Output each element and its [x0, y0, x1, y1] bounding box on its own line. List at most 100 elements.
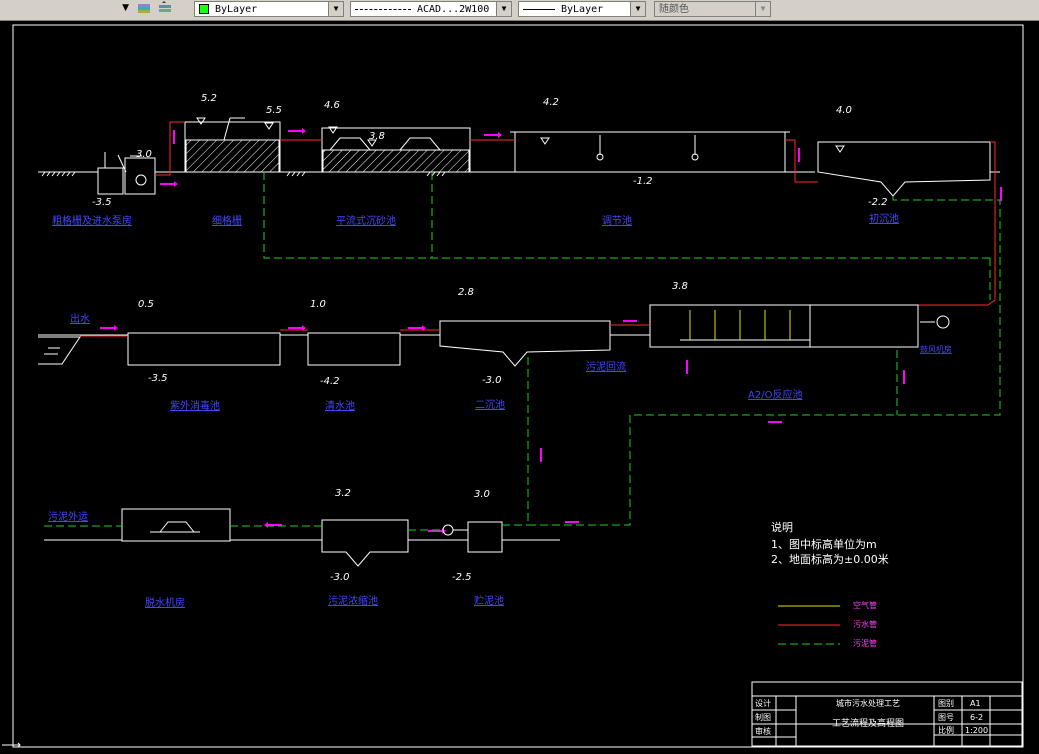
elevation-label: 0.5: [138, 299, 154, 310]
sewage-pipe: [918, 141, 996, 306]
sewage-pipe: [785, 139, 818, 183]
lineweight-preview: [523, 8, 555, 10]
stage-label-equalization: 调节池: [602, 214, 632, 227]
chevron-down-icon: ▼: [328, 2, 343, 16]
layer-manager-icon[interactable]: [136, 1, 152, 17]
elevation-label: -1.2: [633, 176, 653, 187]
fine-screen: [184, 117, 281, 173]
ground-ticks: [41, 171, 446, 177]
uv-disinfection-tank: [127, 332, 281, 366]
elevation-label: -3.0: [330, 572, 350, 583]
outlet-water-body: [38, 336, 81, 365]
stage-label-sludge-well: 贮泥池: [474, 594, 504, 607]
ao-reactor: [649, 304, 950, 348]
grit-chamber: [321, 127, 471, 173]
linetype-dropdown[interactable]: ACAD...2W100 ▼: [350, 1, 512, 17]
elevation-label: -3.5: [148, 373, 168, 384]
stage-label-sludge-out: 污泥外运: [48, 510, 88, 523]
sludge-pipe: [527, 196, 1001, 526]
title-block: [751, 681, 1023, 747]
notes-line-2: 2、地面标高为±0.00米: [771, 552, 889, 566]
air-diffusers: [689, 310, 791, 340]
elevation-label: -3.0: [482, 375, 502, 386]
tb-drawing-name: 工艺流程及高程图: [832, 717, 904, 729]
ucs-axis-icon: [2, 742, 21, 748]
stage-label-clear: 清水池: [325, 399, 355, 412]
notes-title: 说明: [771, 520, 793, 534]
stage-label-ao: A2/O反应池: [748, 388, 802, 401]
clear-water-tank: [307, 332, 401, 366]
layer-value: ByLayer: [215, 4, 258, 15]
secondary-clarifier: [439, 320, 611, 367]
layer-color-swatch: [199, 4, 209, 14]
elevation-label: 2.8: [458, 287, 474, 298]
tb-design: 设计: [755, 698, 771, 708]
tb-draw: 制图: [755, 712, 771, 722]
stage-label-fine-screen: 细格栅: [212, 214, 242, 227]
linetype-value: ACAD...2W100: [417, 4, 490, 15]
tb-number-value: 6-2: [970, 713, 983, 722]
layer-state-dropdown[interactable]: ▼: [0, 1, 135, 17]
layer-dropdown[interactable]: ByLayer ▼: [194, 1, 344, 17]
drawing-canvas[interactable]: 5.2 5.5 4.6 3.8 4.2 4.0 -2.2 -1.2 3.0 -3…: [0, 20, 1039, 750]
equalization-tank: [510, 131, 790, 173]
stage-label-outlet: 出水: [70, 312, 90, 325]
stage-label-dewater: 脱水机房: [145, 596, 185, 609]
stage-label-uv: 紫外消毒池: [170, 399, 220, 412]
chevron-down-icon: ▼: [496, 2, 511, 16]
tb-project: 城市污水处理工艺: [836, 698, 900, 708]
elevation-label: 3.0: [474, 489, 490, 500]
properties-toolbar: ▼ ByLayer ▼ ACAD...2W100 ▼ ByLayer ▼ 随颜色…: [0, 0, 1039, 21]
tb-review: 审核: [755, 726, 771, 736]
elevation-label: 4.0: [836, 105, 852, 116]
stage-label-secondary: 二沉池: [475, 398, 505, 411]
stage-label-thickener: 污泥浓缩池: [328, 594, 378, 607]
elevation-label: -4.2: [320, 376, 340, 387]
sewage-pipe-row1: [155, 121, 185, 176]
elevation-label: -2.5: [452, 572, 472, 583]
legend-water: 污水管: [853, 619, 877, 629]
chevron-down-icon: ▼: [755, 2, 770, 16]
elevation-label: -2.2: [868, 197, 888, 208]
stage-label-screen-pump: 粗格栅及进水泵房: [52, 214, 132, 227]
tb-category-value: A1: [970, 699, 981, 708]
elevation-label: 5.5: [266, 105, 282, 116]
lineweight-dropdown[interactable]: ByLayer ▼: [518, 1, 646, 17]
drawing-frame: [12, 24, 1024, 748]
plotstyle-value: 随颜色: [659, 4, 689, 15]
stage-label-sludge-return: 污泥回流: [586, 360, 626, 373]
layer-previous-icon[interactable]: [157, 1, 173, 17]
plotstyle-dropdown[interactable]: 随颜色 ▼: [654, 1, 771, 17]
linetype-preview: [355, 8, 411, 10]
elevation-label: -3.5: [92, 197, 112, 208]
legend: 空气管 污水管 污泥管: [778, 600, 877, 648]
tb-category-label: 图别: [938, 699, 954, 708]
elevation-label: 4.6: [324, 100, 340, 111]
legend-air: 空气管: [853, 600, 877, 610]
screen-pump-house: [97, 152, 156, 195]
stage-label-blower: 鼓风机房: [920, 344, 952, 354]
tb-scale-value: 1:200: [965, 726, 988, 735]
chevron-down-icon: ▼: [630, 2, 645, 16]
elevation-label: 3.8: [369, 131, 385, 142]
flow-arrows: [100, 128, 1002, 534]
dewatering-room: [121, 508, 231, 542]
lineweight-value: ByLayer: [561, 4, 604, 15]
sludge-well: [442, 521, 503, 553]
sludge-thickener: [321, 519, 409, 567]
elevation-markers-row1: [196, 117, 845, 153]
sludge-pipe-row1: [263, 172, 990, 259]
elevation-label: 4.2: [543, 97, 559, 108]
elevation-label: 3.2: [335, 488, 351, 499]
stage-label-primary: 初沉池: [869, 212, 899, 225]
primary-clarifier: [817, 141, 991, 197]
elevation-label: 1.0: [310, 299, 326, 310]
stage-label-grit: 平流式沉砂池: [336, 214, 396, 227]
legend-sludge: 污泥管: [853, 638, 877, 648]
process-drawing: 5.2 5.5 4.6 3.8 4.2 4.0 -2.2 -1.2 3.0 -3…: [2, 24, 1024, 748]
notes-line-1: 1、图中标高单位为m: [771, 537, 877, 551]
elevation-label: 3.0: [136, 149, 152, 160]
tb-scale-label: 比例: [938, 725, 954, 735]
elevation-label: 3.8: [672, 281, 688, 292]
elevation-label: 5.2: [201, 93, 217, 104]
